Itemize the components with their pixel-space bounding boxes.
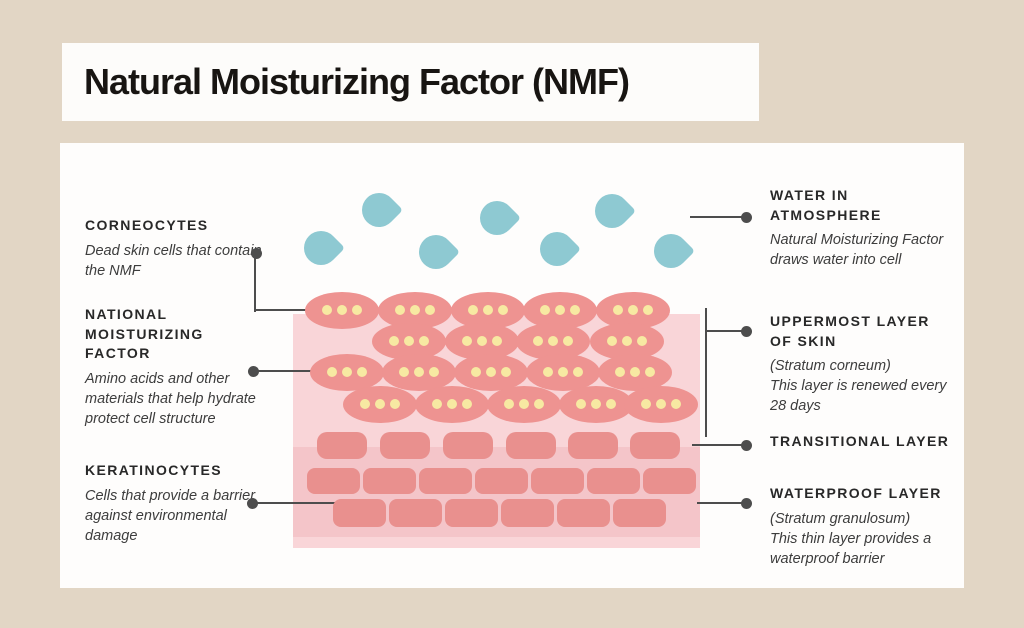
water-in-atmosphere-description: Natural Moisturizing Factor draws water … xyxy=(770,232,944,268)
label-keratinocytes: KERATINOCYTES Cells that provide a barri… xyxy=(85,461,275,546)
waterproof-layer-description: (Stratum granulosum) This thin layer pro… xyxy=(770,510,932,567)
uppermost-layer-heading: UPPERMOST LAYER OF SKIN xyxy=(770,313,930,349)
title-box: Natural Moisturizing Factor (NMF) xyxy=(62,43,759,121)
label-national-moisturizing-factor: NATIONAL MOISTURIZING FACTOR Amino acids… xyxy=(85,305,275,429)
label-transitional-layer: TRANSITIONAL LAYER xyxy=(770,432,980,452)
water-in-atmosphere-heading: WATER IN ATMOSPHERE xyxy=(770,187,882,223)
corneocytes-heading: CORNEOCYTES xyxy=(85,217,209,233)
transitional-layer-heading: TRANSITIONAL LAYER xyxy=(770,433,950,449)
label-water-in-atmosphere: WATER IN ATMOSPHERE Natural Moisturizing… xyxy=(770,186,965,270)
waterproof-layer-heading: WATERPROOF LAYER xyxy=(770,485,942,501)
nmf-description: Amino acids and other materials that hel… xyxy=(85,370,256,427)
corneocytes-description: Dead skin cells that contain the NMF xyxy=(85,242,262,279)
label-uppermost-layer: UPPERMOST LAYER OF SKIN (Stratum corneum… xyxy=(770,312,965,416)
label-corneocytes: CORNEOCYTES Dead skin cells that contain… xyxy=(85,216,275,281)
uppermost-layer-description: (Stratum corneum) This layer is renewed … xyxy=(770,358,947,414)
page-title: Natural Moisturizing Factor (NMF) xyxy=(84,61,630,102)
nmf-heading: NATIONAL MOISTURIZING FACTOR xyxy=(85,306,204,361)
keratinocytes-description: Cells that provide a barrier against env… xyxy=(85,487,256,544)
keratinocytes-heading: KERATINOCYTES xyxy=(85,462,222,478)
label-waterproof-layer: WATERPROOF LAYER (Stratum granulosum) Th… xyxy=(770,484,965,569)
